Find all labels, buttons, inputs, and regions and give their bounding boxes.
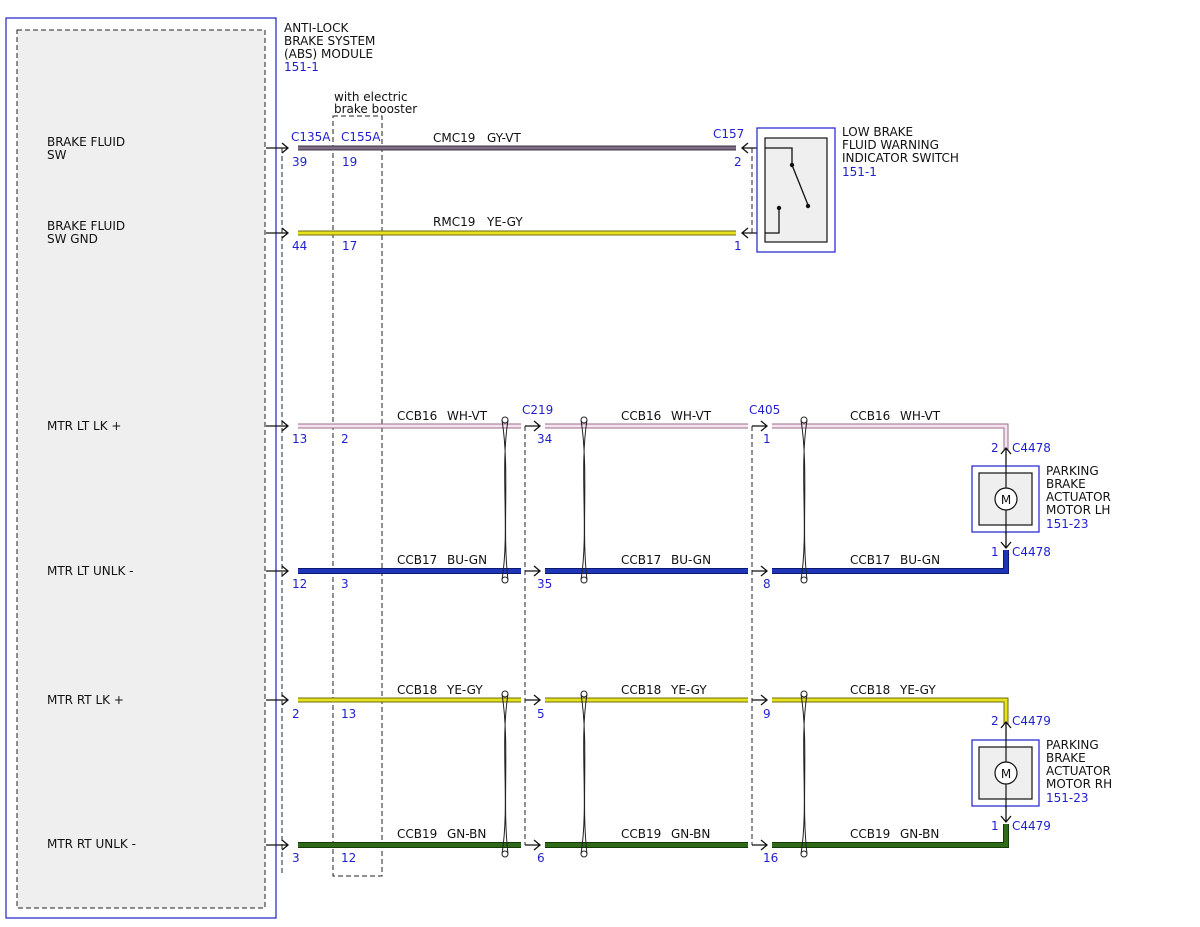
connector-c405[interactable]: C405 xyxy=(749,403,780,417)
pin-label-brake-fluid-sw-gnd: BRAKE FLUID SW GND xyxy=(47,219,129,246)
pin-label-mtr-lt-lk: MTR LT LK + xyxy=(47,419,121,433)
color-code-label: YE-GY xyxy=(446,683,483,697)
motor-rh-label: PARKING BRAKE ACTUATOR MOTOR RH xyxy=(1046,738,1115,791)
motor-rh-pin-2: 2 xyxy=(991,714,999,728)
circuit-label: CCB19 xyxy=(621,827,661,841)
twisted-pair-symbol xyxy=(501,416,808,858)
circuit-label: CMC19 xyxy=(433,131,475,145)
pin-c219-6: 6 xyxy=(537,851,545,865)
motor-icon xyxy=(994,761,1018,785)
circuit-label: CCB19 xyxy=(397,827,437,841)
abs-module[interactable] xyxy=(5,17,277,919)
pin-c405-9: 9 xyxy=(763,707,771,721)
pin-c157-1: 1 xyxy=(734,239,742,253)
circuit-label: CCB18 xyxy=(621,683,661,697)
color-code-label: YE-GY xyxy=(670,683,707,697)
motor-lh-pin-1: 1 xyxy=(991,545,999,559)
pin-c155a-3: 3 xyxy=(341,577,349,591)
wire-ccb18-seg3[interactable] xyxy=(772,697,1009,724)
connector-c155a[interactable]: C155A xyxy=(341,130,381,144)
electric-booster-option-box xyxy=(332,115,383,877)
switch-ref[interactable]: 151-1 xyxy=(842,165,877,179)
motor-rh[interactable] xyxy=(971,738,1040,808)
color-code-label: GN-BN xyxy=(900,827,939,841)
circuit-label: CCB17 xyxy=(397,553,437,567)
motor-lh-pin-2: 2 xyxy=(991,441,999,455)
pin-c405-8: 8 xyxy=(763,577,771,591)
pin-label-mtr-rt-unlk: MTR RT UNLK - xyxy=(47,837,136,851)
abs-module-title: ANTI-LOCK BRAKE SYSTEM (ABS) MODULE xyxy=(284,21,379,61)
pin-c155a-13: 13 xyxy=(341,707,356,721)
pin-c135a-13: 13 xyxy=(292,432,307,446)
wire-ccb17-seg3[interactable] xyxy=(772,550,1009,574)
terminal-arrows xyxy=(266,142,1012,851)
pin-c405-16: 16 xyxy=(763,851,778,865)
motor-rh-ref[interactable]: 151-23 xyxy=(1046,791,1089,805)
motor-lh-label: PARKING BRAKE ACTUATOR MOTOR LH xyxy=(1046,464,1115,517)
pin-c155a-19: 19 xyxy=(342,155,357,169)
motor-icon xyxy=(994,487,1018,511)
color-code-label: WH-VT xyxy=(447,409,488,423)
color-code-label: GN-BN xyxy=(447,827,486,841)
connector-c4479-bottom[interactable]: C4479 xyxy=(1012,819,1051,833)
motor-rh-symbol: M xyxy=(1001,767,1011,781)
option-box-label: with electric brake booster xyxy=(334,90,417,116)
motor-lh-symbol: M xyxy=(1001,493,1011,507)
color-code-label: BU-GN xyxy=(900,553,940,567)
pin-label-mtr-lt-unlk: MTR LT UNLK - xyxy=(47,564,133,578)
connector-c157[interactable]: C157 xyxy=(713,127,744,141)
circuit-label: CCB16 xyxy=(397,409,437,423)
pin-c155a-12: 12 xyxy=(341,851,356,865)
pin-c135a-39: 39 xyxy=(292,155,307,169)
pin-c135a-3: 3 xyxy=(292,851,300,865)
abs-module-ref[interactable]: 151-1 xyxy=(284,60,319,74)
circuit-label: CCB19 xyxy=(850,827,890,841)
color-code-label: WH-VT xyxy=(671,409,712,423)
circuit-label: CCB16 xyxy=(850,409,890,423)
pin-c219-5: 5 xyxy=(537,707,545,721)
color-code-label: BU-GN xyxy=(447,553,487,567)
circuit-label: CCB16 xyxy=(621,409,661,423)
connector-c4478-bottom[interactable]: C4478 xyxy=(1012,545,1051,559)
connector-c4479-top[interactable]: C4479 xyxy=(1012,714,1051,728)
circuit-label: RMC19 xyxy=(433,215,475,229)
wire-ccb16-seg3[interactable] xyxy=(772,423,1009,450)
motor-rh-pin-1: 1 xyxy=(991,819,999,833)
circuit-label: CCB18 xyxy=(850,683,890,697)
low-brake-fluid-switch[interactable] xyxy=(756,127,836,253)
pin-label-brake-fluid-sw: BRAKE FLUID SW xyxy=(47,135,129,162)
circuit-label: CCB17 xyxy=(850,553,890,567)
pin-label-mtr-rt-lk: MTR RT LK + xyxy=(47,693,124,707)
connector-c219[interactable]: C219 xyxy=(522,403,553,417)
pin-c135a-44: 44 xyxy=(292,239,307,253)
abs-module-body xyxy=(16,29,266,909)
circuit-label: CCB17 xyxy=(621,553,661,567)
pin-c405-1: 1 xyxy=(763,432,771,446)
color-code-label: YE-GY xyxy=(486,215,523,229)
circuit-label: CCB18 xyxy=(397,683,437,697)
color-code-label: GY-VT xyxy=(487,131,521,145)
color-code-label: WH-VT xyxy=(900,409,941,423)
connector-c4478-top[interactable]: C4478 xyxy=(1012,441,1051,455)
switch-label: LOW BRAKE FLUID WARNING INDICATOR SWITCH xyxy=(842,125,959,165)
pin-c135a-12: 12 xyxy=(292,577,307,591)
connector-c135a[interactable]: C135A xyxy=(291,130,331,144)
color-code-label: YE-GY xyxy=(899,683,936,697)
motor-lh[interactable] xyxy=(971,464,1040,534)
wire-ccb19-seg3[interactable] xyxy=(772,824,1009,848)
pin-c155a-17: 17 xyxy=(342,239,357,253)
motor-lh-ref[interactable]: 151-23 xyxy=(1046,517,1089,531)
pin-c157-2: 2 xyxy=(734,155,742,169)
pin-c155a-2: 2 xyxy=(341,432,349,446)
pin-c219-34: 34 xyxy=(537,432,552,446)
pin-c135a-2: 2 xyxy=(292,707,300,721)
pin-c219-35: 35 xyxy=(537,577,552,591)
color-code-label: BU-GN xyxy=(671,553,711,567)
color-code-label: GN-BN xyxy=(671,827,710,841)
